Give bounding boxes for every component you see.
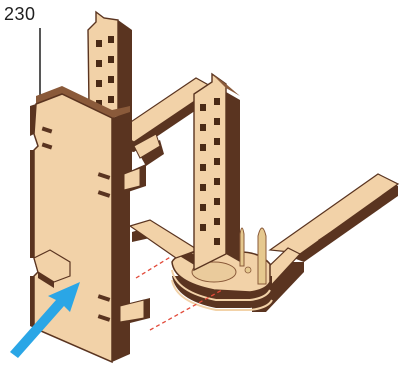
lower-connector: [130, 220, 198, 266]
curved-base: [172, 252, 272, 310]
right-tower: [194, 74, 240, 270]
